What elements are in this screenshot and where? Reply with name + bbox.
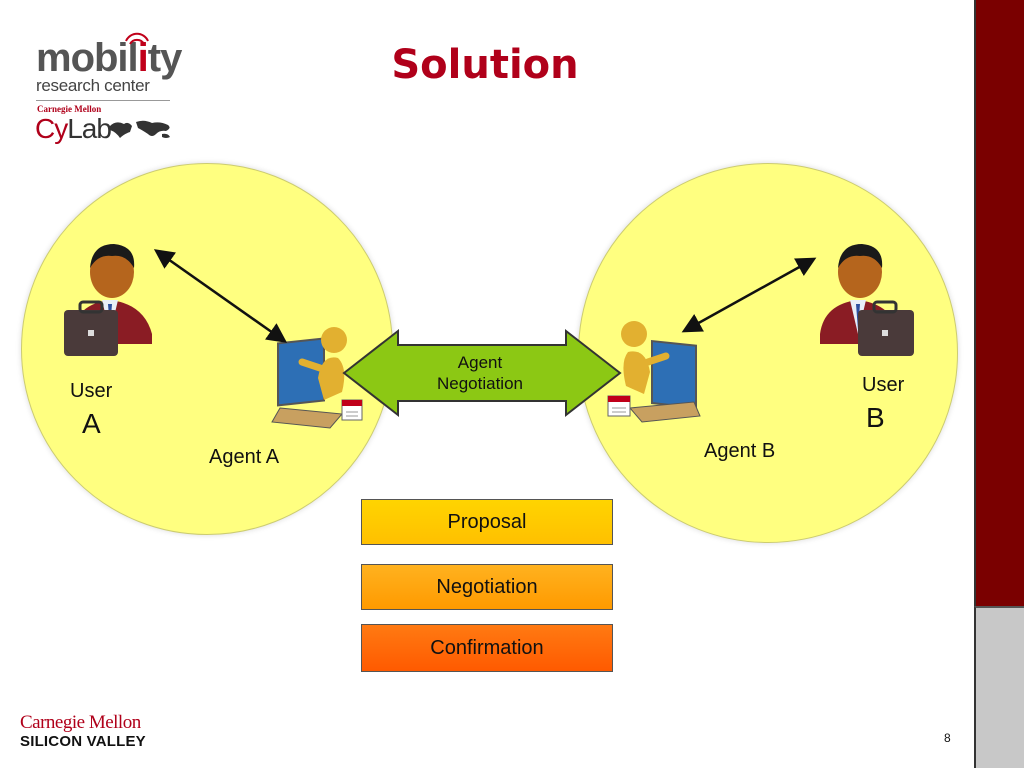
agent-negotiation-arrow [342, 328, 622, 418]
mobility-research-center-logo: mobility research center [36, 36, 182, 95]
agent-a-label: Agent A [209, 446, 280, 468]
cylab-logo: CyLab [35, 113, 112, 144]
agent-b-user-b-arrow [681, 257, 817, 333]
user-a-letter: A [82, 408, 101, 439]
cylab-carnegie-mellon-text: Carnegie Mellon [37, 104, 102, 114]
businessman-icon-user-b [820, 244, 914, 356]
footer-carnegie-mellon: Carnegie Mellon [20, 712, 141, 733]
user-a-agent-a-arrow [153, 249, 288, 343]
agent-laptop-icon-agent-b [607, 321, 701, 423]
carnegie-mellon-silicon-valley-logo: Carnegie Mellon SILICON VALLEY [20, 712, 146, 751]
logo-divider [36, 100, 170, 101]
step-proposal: Proposal [361, 499, 613, 545]
user-b-letter: B [866, 402, 885, 433]
agent-laptop-icon-agent-a [271, 327, 363, 429]
page-number: 8 [944, 731, 951, 745]
edge-bar-bottom [974, 606, 1024, 768]
slide-title: Solution [391, 42, 579, 88]
agent-b-label: Agent B [704, 440, 776, 462]
signal-icon [125, 32, 149, 45]
agent-negotiation-label: Agent Negotiation [436, 353, 523, 393]
user-b-label: User [862, 374, 905, 396]
world-map-icon [110, 120, 170, 138]
businessman-icon-user-a [64, 244, 152, 356]
edge-bar-top [974, 0, 1024, 606]
user-a-label: User [70, 380, 113, 402]
step-confirmation: Confirmation [361, 624, 613, 672]
step-negotiation: Negotiation [361, 564, 613, 610]
footer-silicon-valley: SILICON VALLEY [20, 733, 146, 750]
